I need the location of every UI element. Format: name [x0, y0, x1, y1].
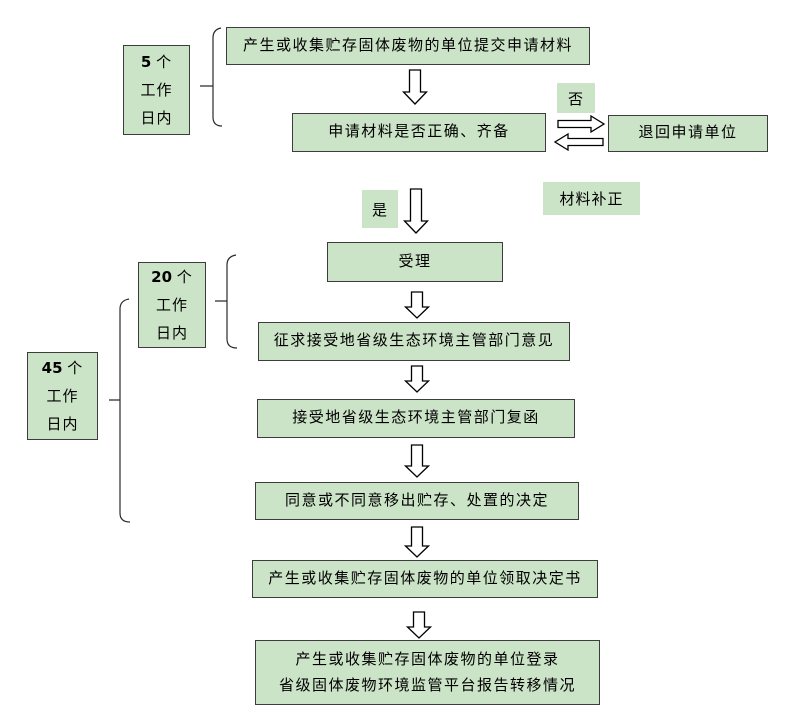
label-material-supplement-text: 材料补正 — [559, 192, 624, 208]
node-check-materials: 申请材料是否正确、齐备 — [292, 113, 546, 152]
node-consult-opinion-label: 征求接受地省级生态环境主管部门意见 — [273, 333, 555, 350]
timer-5-line2: 工作 — [140, 82, 173, 99]
arrow-submit-to-check — [401, 69, 429, 105]
node-submit-application-label: 产生或收集贮存固体废物的单位提交申请材料 — [242, 37, 573, 54]
label-no-text: 否 — [567, 91, 584, 108]
timer-5-working-days: 5 个 工作 日内 — [123, 45, 190, 135]
timer-45-line2: 工作 — [46, 388, 79, 405]
bracket-5-days — [200, 27, 223, 127]
bracket-20-days — [215, 254, 238, 349]
timer-5-line3: 日内 — [140, 110, 173, 127]
node-accept-label: 受理 — [398, 253, 432, 270]
arrow-yes-to-accept — [402, 188, 430, 234]
timer-20-line1: 20 个 — [151, 267, 193, 286]
node-accept: 受理 — [327, 242, 503, 282]
node-decision: 同意或不同意移出贮存、处置的决定 — [255, 482, 579, 520]
arrow-return-to-check — [553, 132, 604, 152]
arrow-reply-to-decision — [403, 444, 431, 478]
arrow-consult-to-reply — [403, 365, 431, 393]
node-reply-letter: 接受地省级生态环境主管部门复函 — [257, 399, 575, 438]
timer-20-line3: 日内 — [155, 325, 188, 342]
node-receive-decision-label: 产生或收集贮存固体废物的单位领取决定书 — [268, 570, 582, 587]
node-return-to-applicant-label: 退回申请单位 — [638, 125, 738, 142]
node-decision-label: 同意或不同意移出贮存、处置的决定 — [284, 492, 549, 509]
timer-20-line2: 工作 — [155, 297, 188, 314]
node-report-transfer: 产生或收集贮存固体废物的单位登录 省级固体废物环境监管平台报告转移情况 — [255, 640, 600, 705]
timer-45-line3: 日内 — [46, 416, 79, 433]
node-submit-application: 产生或收集贮存固体废物的单位提交申请材料 — [226, 27, 590, 65]
arrow-accept-to-consult — [403, 291, 431, 319]
arrow-receive-to-report — [405, 611, 433, 639]
label-yes: 是 — [362, 190, 398, 228]
arrow-no-to-return — [557, 114, 606, 134]
label-no: 否 — [557, 83, 595, 113]
node-consult-opinion: 征求接受地省级生态环境主管部门意见 — [258, 322, 570, 361]
timer-5-line1: 5 个 — [140, 52, 173, 71]
arrow-decision-to-receive — [403, 526, 431, 558]
timer-20-working-days: 20 个 工作 日内 — [138, 262, 206, 348]
node-report-transfer-line1: 产生或收集贮存固体废物的单位登录 — [295, 651, 560, 668]
node-report-transfer-line2: 省级固体废物环境监管平台报告转移情况 — [278, 677, 576, 694]
node-check-materials-label: 申请材料是否正确、齐备 — [328, 124, 510, 141]
node-reply-letter-label: 接受地省级生态环境主管部门复函 — [292, 410, 540, 427]
timer-45-line1: 45 个 — [41, 358, 84, 377]
label-material-supplement: 材料补正 — [543, 182, 640, 215]
node-return-to-applicant: 退回申请单位 — [608, 115, 768, 152]
node-receive-decision: 产生或收集贮存固体废物的单位领取决定书 — [252, 560, 598, 598]
bracket-45-days — [109, 298, 131, 523]
label-yes-text: 是 — [371, 202, 388, 219]
timer-45-working-days: 45 个 工作 日内 — [27, 352, 98, 440]
